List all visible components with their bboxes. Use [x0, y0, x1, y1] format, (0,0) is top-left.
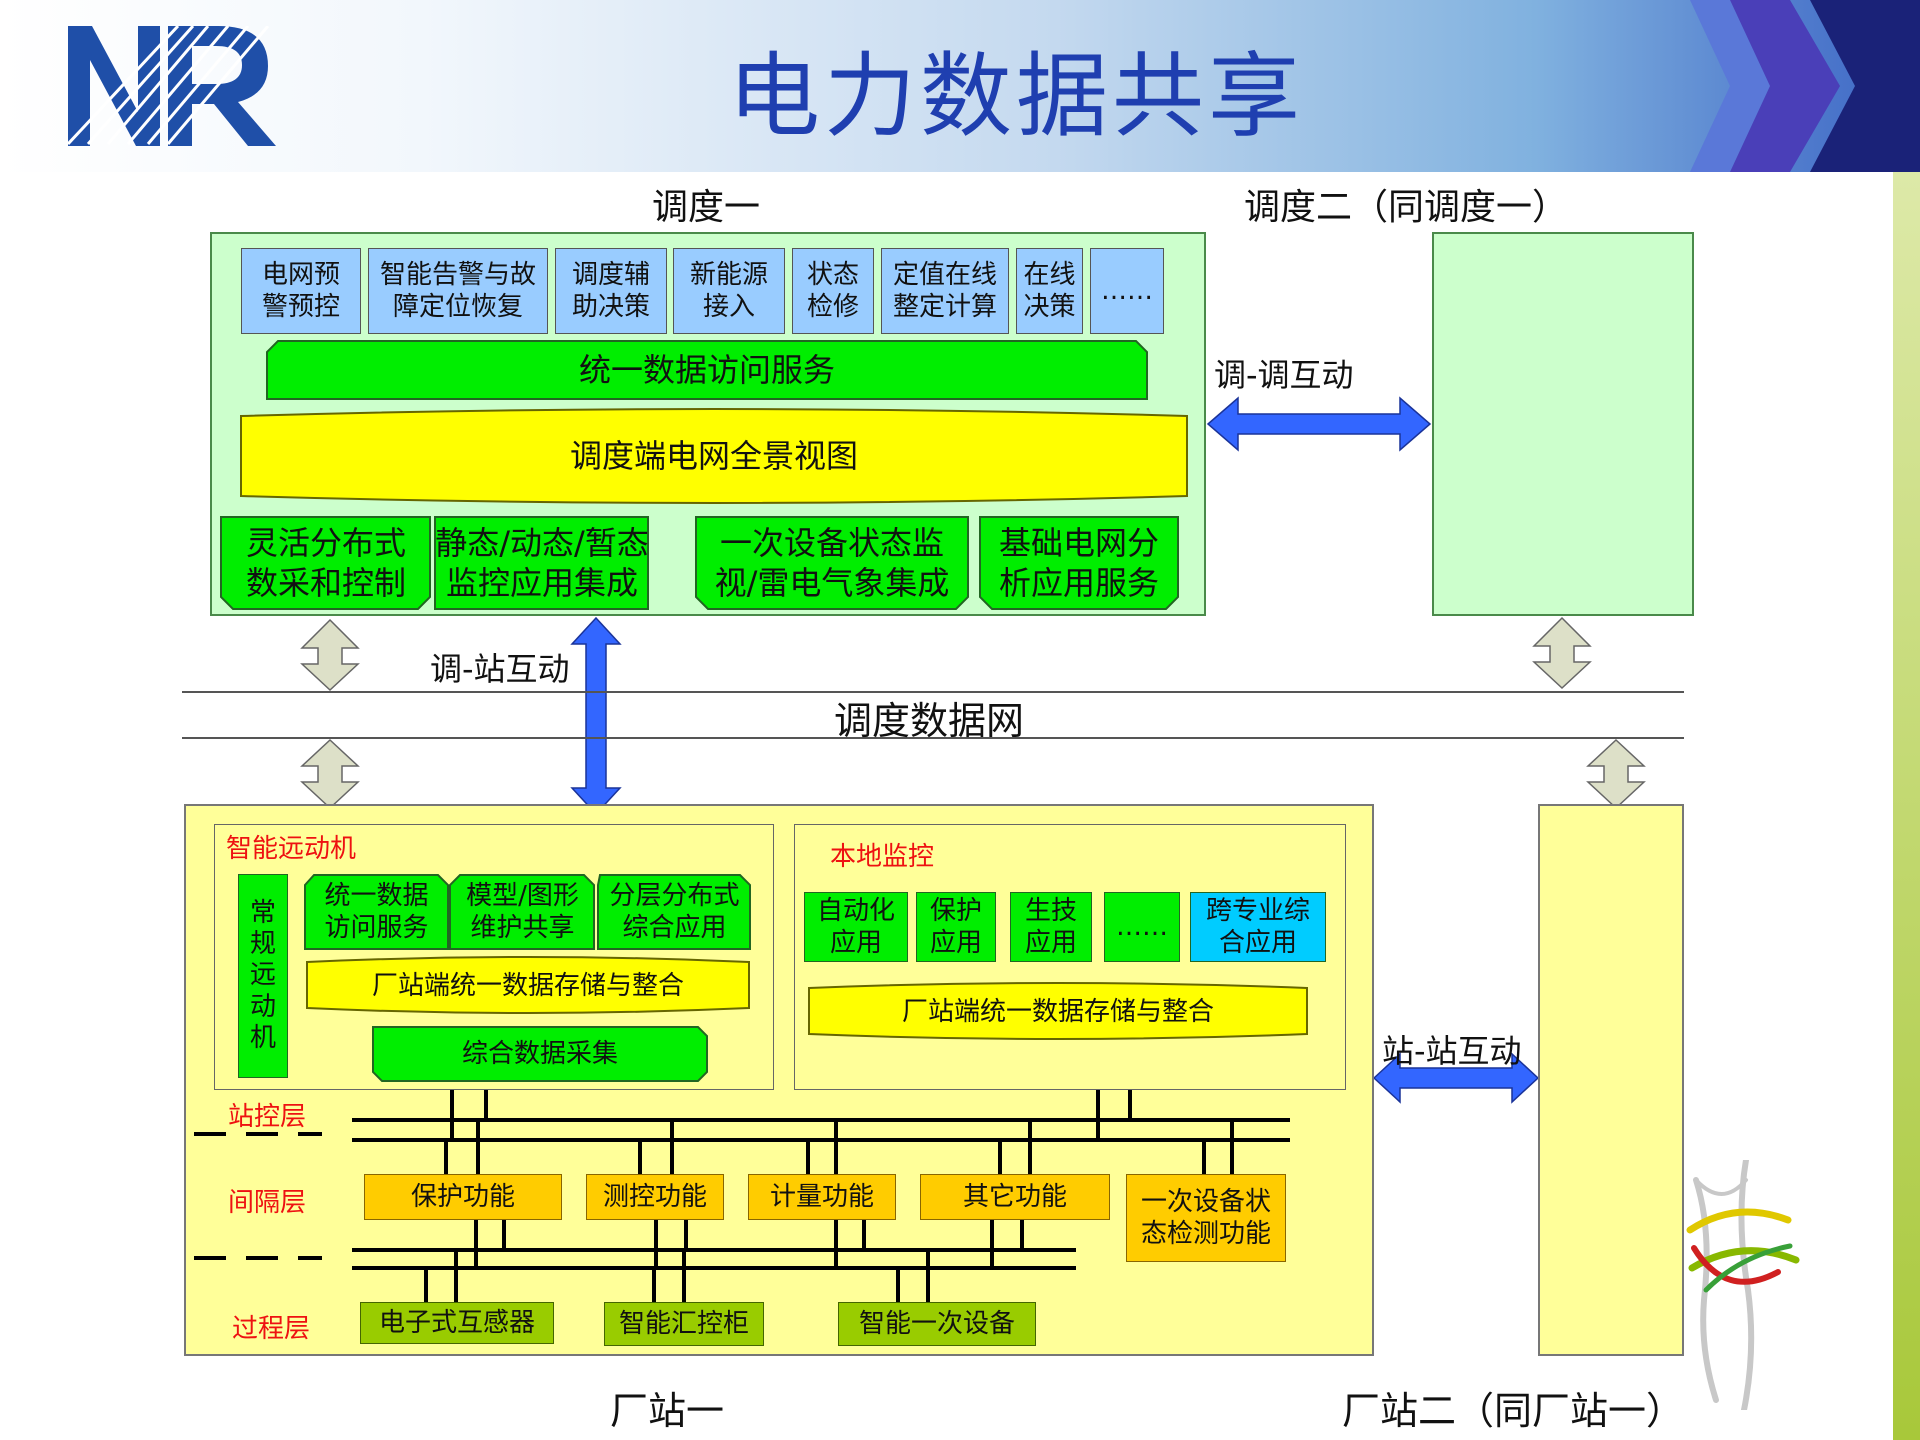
rtu-module-shapes	[304, 874, 751, 950]
dispatch1-monitor-integration: 静态/动态/暂态 监控应用集成	[435, 524, 649, 602]
dispatch-dispatch-link-label: 调-调互动	[1214, 356, 1354, 394]
rtu-collection: 综合数据采集	[461, 1038, 618, 1069]
rtu-storage: 厂站端统一数据存储与整合	[371, 970, 684, 1001]
app-setting-calc: 定值在线 整定计算	[881, 248, 1009, 334]
dispatch1-grid-analysis: 基础电网分 析应用服务	[998, 524, 1159, 602]
rtu-access-service: 统一数据 访问服务	[324, 880, 429, 944]
process-smart-control-cabinet: 智能汇控柜	[604, 1302, 764, 1346]
bay-equipment-detection-function: 一次设备状 态检测功能	[1126, 1174, 1286, 1262]
dispatch1-distributed-control: 灵活分布式 数采和控制	[245, 524, 406, 602]
local-cross-discipline-app: 跨专业综 合应用	[1190, 892, 1326, 962]
dispatch2-label: 调度二（同调度一）	[1244, 187, 1569, 228]
rtu-panel	[214, 824, 774, 1090]
station2-panel	[1538, 804, 1684, 1356]
app-online-decision: 在线 决策	[1016, 248, 1083, 334]
local-protection-app: 保护 应用	[916, 892, 996, 962]
rtu-collection-shape	[372, 1026, 708, 1082]
rtu-conventional: 常 规 远 动 机	[238, 874, 288, 1078]
app-smart-alarm: 智能告警与故 障定位恢复	[368, 248, 548, 334]
app-decision-aid: 调度辅 助决策	[555, 248, 667, 334]
app-condition-maintenance: 状态 检修	[792, 248, 874, 334]
station-control-layer-label: 站控层	[228, 1102, 307, 1132]
local-storage-shape	[808, 982, 1308, 1040]
bay-other-function: 其它功能	[920, 1174, 1110, 1220]
dispatch1-panorama: 调度端电网全景视图	[569, 437, 858, 475]
rtu-storage-shape	[306, 956, 750, 1014]
bay-metering-function: 计量功能	[748, 1174, 896, 1220]
process-layer-label: 过程层	[232, 1314, 311, 1344]
dispatch1-panorama-shape	[240, 408, 1188, 504]
app-new-energy: 新能源 接入	[673, 248, 785, 334]
station1-label: 厂站一	[610, 1389, 725, 1433]
local-more-app: ……	[1104, 892, 1180, 962]
dispatch1-access-service: 统一数据访问服务	[578, 351, 835, 389]
process-smart-primary-equipment: 智能一次设备	[838, 1302, 1036, 1346]
local-monitor-panel	[794, 824, 1346, 1090]
dispatch-station-link-label: 调-站互动	[430, 650, 570, 688]
local-storage: 厂站端统一数据存储与整合	[901, 996, 1214, 1027]
header-chevrons	[1690, 0, 1920, 172]
dispatch1-bottom-shapes	[220, 516, 1179, 610]
dispatch1-equipment-weather: 一次设备状态监 视/雷电气象集成	[714, 524, 950, 602]
local-maintenance-app: 生技 应用	[1010, 892, 1092, 962]
dispatch-data-network-label: 调度数据网	[834, 699, 1025, 743]
bay-measure-control-function: 测控功能	[586, 1174, 724, 1220]
rtu-layered-application: 分层分布式 综合应用	[609, 880, 740, 944]
local-automation-app: 自动化 应用	[804, 892, 908, 962]
dispatch1-access-service-shape	[266, 340, 1148, 400]
nr-logo	[68, 26, 276, 146]
dispatch2-panel	[1432, 232, 1694, 616]
station-station-link-label: 站-站互动	[1382, 1032, 1522, 1070]
bay-protection-function: 保护功能	[364, 1174, 562, 1220]
local-monitor-label: 本地监控	[830, 842, 935, 872]
page-title: 电力数据共享	[728, 43, 1305, 150]
header-banner	[0, 0, 1920, 172]
station2-label: 厂站二（同厂站一）	[1342, 1389, 1685, 1433]
right-accent-bar	[1893, 172, 1920, 1440]
bay-layer-label: 间隔层	[228, 1188, 307, 1218]
app-grid-warning: 电网预 警预控	[241, 248, 361, 334]
app-more: ……	[1090, 248, 1164, 334]
tower-logo	[1686, 1160, 1800, 1410]
rtu-label: 智能远动机	[226, 834, 357, 864]
rtu-model-graphic-share: 模型/图形 维护共享	[466, 880, 579, 944]
process-electronic-transformer: 电子式互感器	[360, 1302, 554, 1344]
dispatch1-label: 调度一	[652, 187, 761, 228]
